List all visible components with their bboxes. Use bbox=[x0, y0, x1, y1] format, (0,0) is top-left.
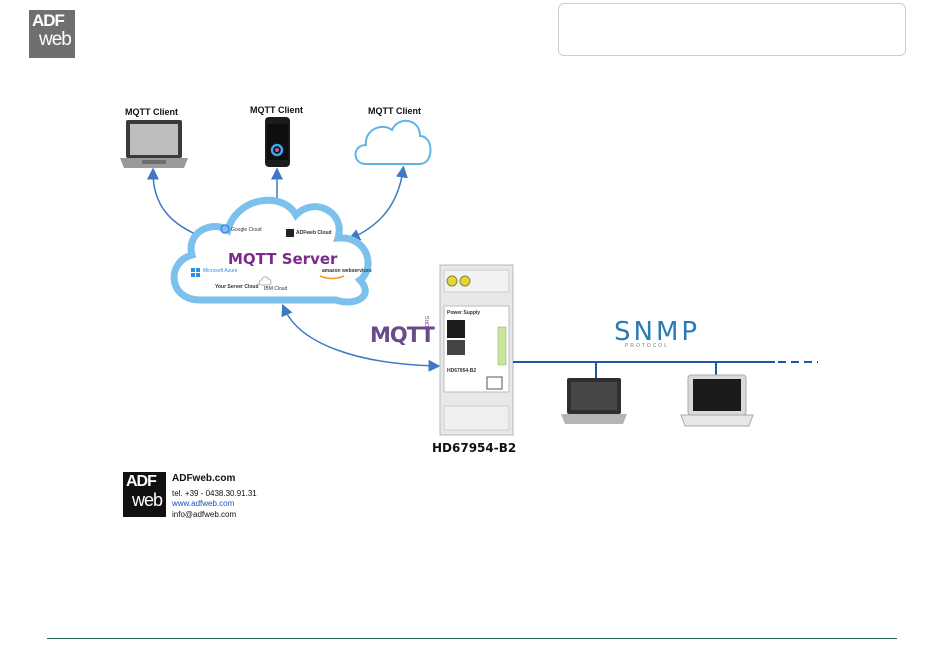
cloud-client-icon bbox=[356, 121, 431, 164]
phone-client-label: MQTT Client bbox=[250, 105, 303, 115]
google-cloud-label: Google Cloud bbox=[231, 227, 262, 233]
ibm-cloud-label: IBM Cloud bbox=[264, 286, 287, 292]
contact-logo-bottom: web bbox=[132, 490, 162, 511]
amazon-label: amazon webservices bbox=[322, 268, 372, 274]
device-name-label: HD67954-B2 bbox=[432, 441, 516, 455]
contact-email[interactable]: info@adfweb.com bbox=[172, 510, 236, 519]
network-laptop-icon bbox=[561, 378, 627, 424]
smartphone-client-icon bbox=[265, 117, 290, 167]
snmp-protocol-subtitle: PROTOCOL bbox=[625, 343, 669, 349]
laptop-client-icon bbox=[120, 120, 188, 168]
laptop-client-label: MQTT Client bbox=[125, 107, 178, 117]
azure-label: Microsoft Azure bbox=[203, 268, 237, 274]
mqtt-server-title: MQTT Server bbox=[228, 250, 337, 268]
cloud-link-arrow bbox=[352, 170, 403, 238]
your-server-cloud-label: Your Server Cloud bbox=[215, 284, 259, 290]
laptop-link-arrow bbox=[153, 172, 205, 238]
adfweb-cloud-icon bbox=[286, 229, 294, 237]
contact-adfweb-logo: ADF web bbox=[123, 472, 166, 517]
hd67954-device bbox=[440, 265, 513, 435]
contact-website-link[interactable]: www.adfweb.com bbox=[172, 499, 234, 508]
contact-logo-top: ADF bbox=[126, 473, 156, 491]
contact-site: ADFweb.com bbox=[172, 473, 235, 484]
contact-telephone: tel. +39 - 0438.30.91.31 bbox=[172, 489, 257, 498]
cloud-client-label: MQTT Client bbox=[368, 106, 421, 116]
adfweb-cloud-label: ADFweb Cloud bbox=[296, 230, 332, 236]
device-model-print: HD67954-B2 bbox=[447, 368, 476, 374]
mqtt-org-label: ORG bbox=[425, 316, 431, 327]
device-power-label: Power Supply bbox=[447, 310, 480, 316]
network-laptop-icon-2 bbox=[681, 375, 753, 426]
footer-divider bbox=[47, 638, 897, 639]
